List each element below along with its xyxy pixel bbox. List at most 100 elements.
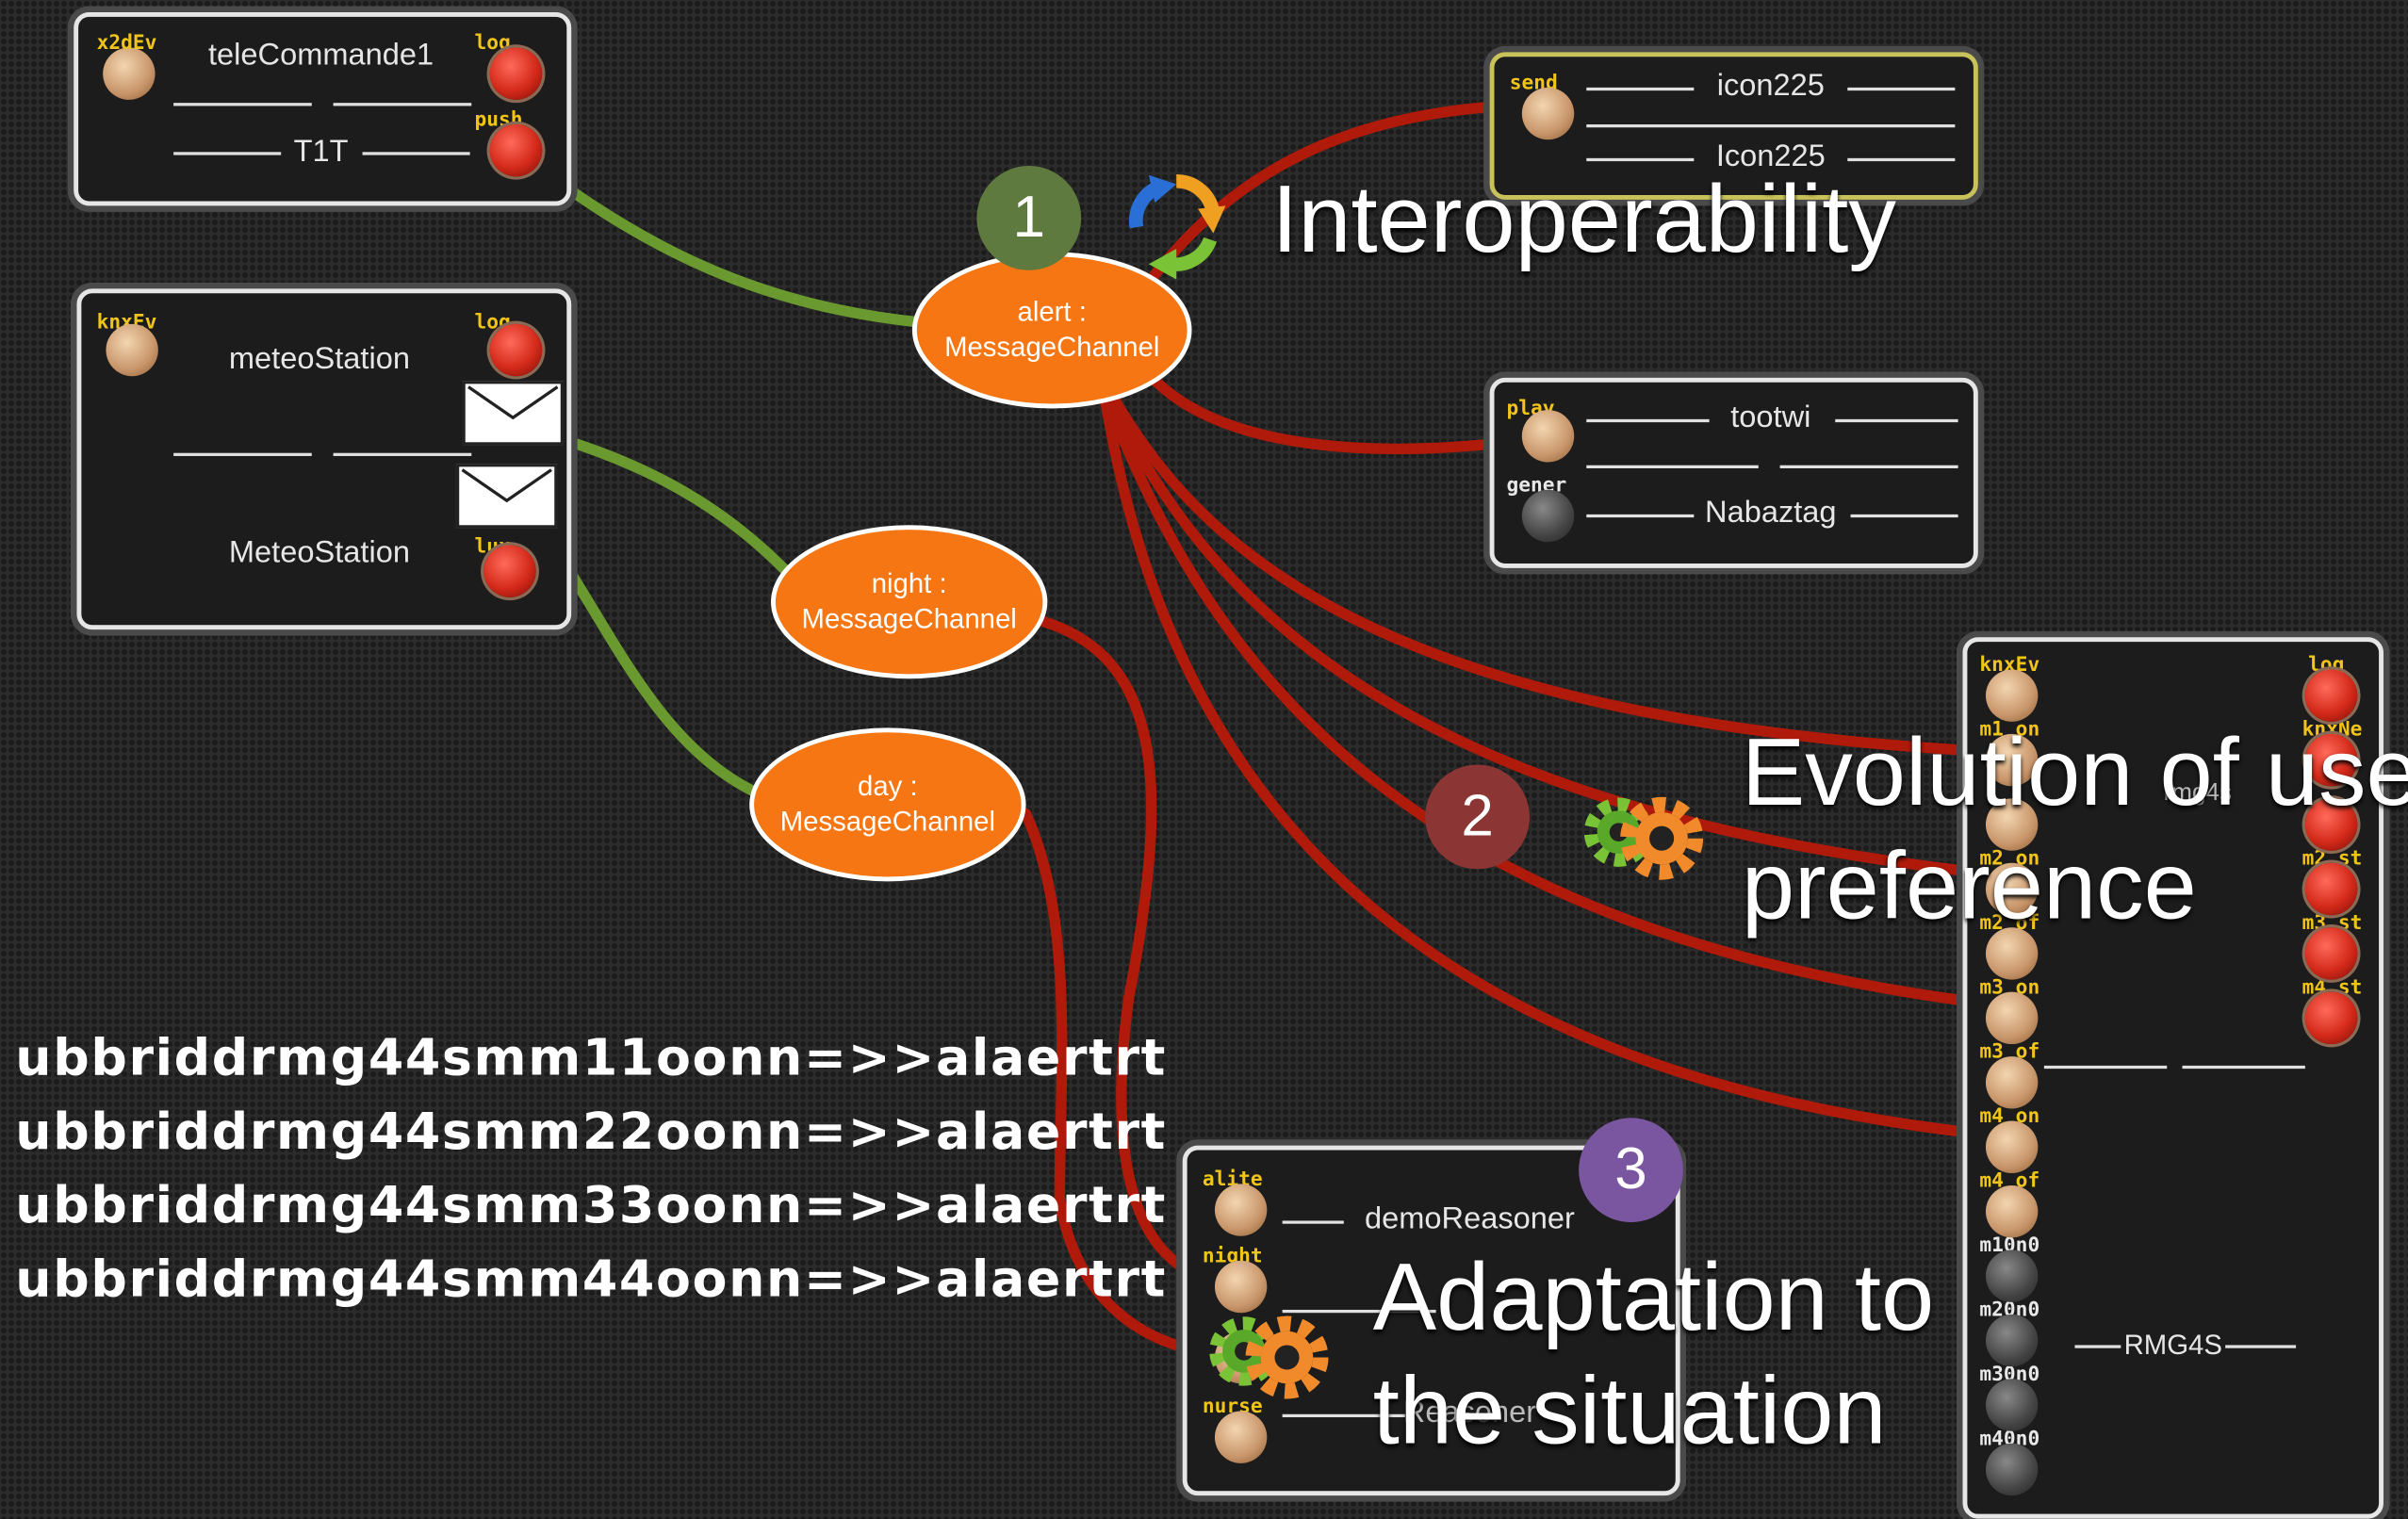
separator xyxy=(333,103,472,106)
day-channel-type: MessageChannel xyxy=(779,806,995,838)
knxev-port[interactable] xyxy=(106,323,158,377)
separator xyxy=(173,103,312,106)
separator xyxy=(1282,1220,1344,1224)
rule-line: ubbriddrmg44smm22oonn=>>alaertrt xyxy=(15,1101,1167,1161)
meteostation-component[interactable]: knxEv meteoStation log MeteoStation lux xyxy=(76,288,572,630)
separator xyxy=(362,152,470,155)
wire-night-to-reasoner xyxy=(1039,616,1235,1288)
night-channel[interactable]: night : MessageChannel xyxy=(771,525,1048,679)
separator xyxy=(2225,1345,2297,1348)
night-channel-type: MessageChannel xyxy=(801,603,1017,634)
m1-on-port[interactable] xyxy=(1985,733,2039,787)
telecommande-title: teleCommande1 xyxy=(208,38,434,73)
tootwi-type: Nabaztag xyxy=(1705,496,1837,531)
x2dev-port[interactable] xyxy=(103,47,156,100)
separator xyxy=(1586,418,1710,423)
step-badge-3: 3 xyxy=(1579,1118,1683,1223)
icon225-type: Icon225 xyxy=(1715,139,1826,174)
night-port[interactable] xyxy=(1214,1260,1268,1314)
telecommande-component[interactable]: x2dEv teleCommande1 log push T1T xyxy=(74,12,572,206)
m2-on-port[interactable] xyxy=(1985,862,2039,916)
m3-st-port[interactable] xyxy=(2304,927,2358,980)
wire-alert-to-icon xyxy=(1131,99,1549,305)
sync-arrows-icon xyxy=(1128,173,1226,280)
separator xyxy=(1586,123,1956,128)
rmg4s-component[interactable]: knxEv m1_on m2_on m2_of m3_on m3_of m4_o… xyxy=(1962,637,2383,1519)
gears-icon xyxy=(1583,796,1704,880)
separator xyxy=(1586,87,1695,91)
wire-alert-to-m4 xyxy=(1100,397,2010,1142)
wire-day-to-reasoner xyxy=(1020,808,1235,1360)
rule-line: ubbriddrmg44smm11oonn=>>alaertrt xyxy=(15,1027,1167,1087)
separator xyxy=(1282,1309,1436,1314)
separator xyxy=(1779,465,1958,468)
log-port[interactable] xyxy=(489,47,543,100)
m30n0-port[interactable] xyxy=(1985,1379,2039,1431)
adaptation-caption-line2: the situation xyxy=(1372,1359,1887,1465)
m2-of-port[interactable] xyxy=(1985,927,2039,980)
night-channel-name: night : xyxy=(871,567,947,598)
alert-channel-name: alert : xyxy=(1017,295,1087,327)
nurse-port[interactable] xyxy=(1214,1411,1268,1463)
separator xyxy=(2074,1345,2121,1348)
m10n0-port[interactable] xyxy=(1985,1250,2039,1302)
gears-icon xyxy=(1209,1315,1329,1399)
message-envelope-icon xyxy=(455,464,558,529)
evolution-caption-line2: preference xyxy=(1741,833,2197,940)
wire-alert-to-tootwi xyxy=(1138,363,1549,454)
m4-of-port[interactable] xyxy=(1985,1184,2039,1238)
wire-push-to-alert xyxy=(505,140,927,328)
m4-on-port[interactable] xyxy=(1985,1120,2039,1173)
telecommande-type: T1T xyxy=(293,135,349,170)
gener-port[interactable] xyxy=(1521,489,1575,543)
rules-list: ubbriddrmg44smm11oonn=>>alaertrt ubbridd… xyxy=(15,1021,1167,1316)
rule-line: ubbriddrmg44smm33oonn=>>alaertrt xyxy=(15,1174,1167,1235)
message-envelope-icon xyxy=(462,381,565,446)
alert-channel-type: MessageChannel xyxy=(944,331,1160,363)
m4-st-port[interactable] xyxy=(2304,991,2358,1045)
m1-of-port[interactable] xyxy=(1985,798,2039,851)
separator xyxy=(173,452,312,456)
m20n0-port[interactable] xyxy=(1985,1314,2039,1367)
log-port[interactable] xyxy=(2304,669,2358,722)
knxev-port[interactable] xyxy=(1985,669,2039,722)
separator xyxy=(2182,1065,2305,1070)
send-port[interactable] xyxy=(1521,87,1575,140)
demoreasoner-title: demoReasoner xyxy=(1365,1201,1575,1236)
lux-port[interactable] xyxy=(483,545,536,597)
separator xyxy=(1850,514,1958,518)
day-channel[interactable]: day : MessageChannel xyxy=(749,727,1026,882)
tootwi-title: tootwi xyxy=(1730,400,1811,435)
wire-alert-to-m2 xyxy=(1100,385,2010,881)
evolution-caption-line1: Evolution of user xyxy=(1741,720,2408,826)
wire-alert-to-m3 xyxy=(1100,390,2010,1012)
x2dev-label: x2dEv xyxy=(96,32,157,56)
push-port[interactable] xyxy=(489,123,543,177)
separator xyxy=(1847,157,1956,162)
step-badge-2: 2 xyxy=(1425,764,1530,870)
interoperability-caption: Interoperability xyxy=(1271,167,1896,274)
wire-alert-to-m1 xyxy=(1100,378,2010,759)
m1-st-port[interactable] xyxy=(2304,798,2358,851)
rule-line: ubbriddrmg44smm44oonn=>>alaertrt xyxy=(15,1248,1167,1309)
m3-on-port[interactable] xyxy=(1985,991,2039,1045)
icon225-component[interactable]: send icon225 Icon225 xyxy=(1489,52,1978,200)
separator xyxy=(1586,514,1695,518)
m40n0-port[interactable] xyxy=(1985,1443,2039,1496)
rmg-title: rmg4s xyxy=(2163,779,2233,807)
play-port[interactable] xyxy=(1521,410,1575,463)
separator xyxy=(1586,157,1695,162)
separator xyxy=(1847,87,1956,91)
m3-of-port[interactable] xyxy=(1985,1056,2039,1109)
separator xyxy=(333,452,472,456)
m2-st-port[interactable] xyxy=(2304,862,2358,916)
demoreasoner-component[interactable]: alite demoReasoner night nurse Reasoner xyxy=(1182,1145,1680,1496)
adaptation-caption-line1: Adaptation to xyxy=(1372,1245,1935,1351)
wire-meteo-to-night xyxy=(524,424,789,574)
separator xyxy=(1282,1413,1405,1418)
tootwi-component[interactable]: play tootwi gener Nabaztag xyxy=(1489,377,1978,568)
log-port[interactable] xyxy=(489,323,543,377)
knxne-port[interactable] xyxy=(2304,733,2358,787)
alite-port[interactable] xyxy=(1214,1184,1268,1236)
